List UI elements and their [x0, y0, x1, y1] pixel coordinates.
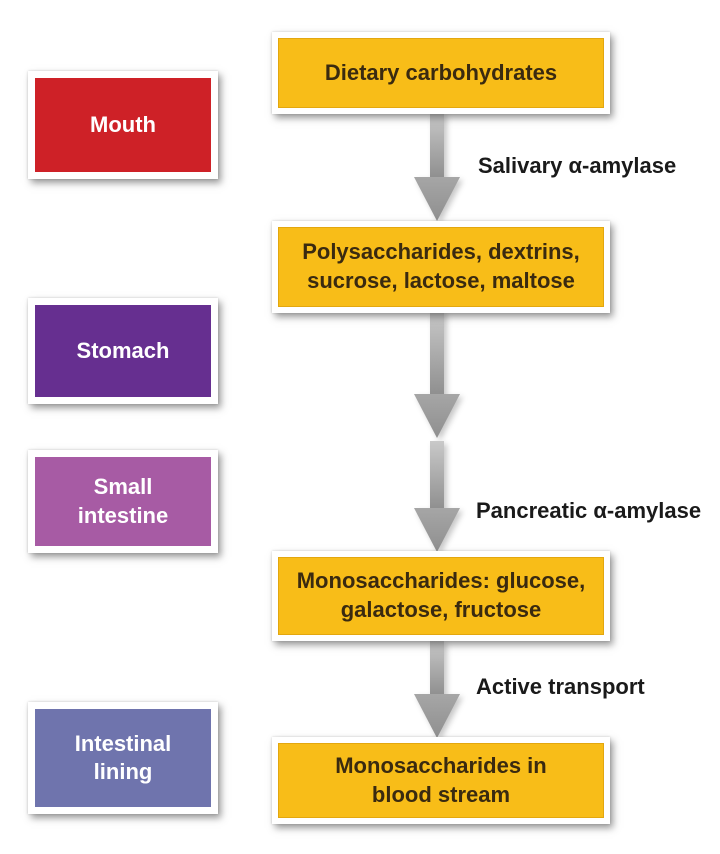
- node-polysaccharides: Polysaccharides, dextrins, sucrose, lact…: [272, 221, 610, 313]
- node-text-line: Dietary carbohydrates: [324, 59, 558, 85]
- node-text-line: Monosaccharides in: [335, 752, 547, 778]
- arrow-label-salivary-amylase: Salivary α-amylase: [478, 153, 677, 178]
- down-arrow-icon: [414, 640, 460, 738]
- node-monosaccharides-bloodstream: Monosaccharides in blood stream: [272, 737, 610, 824]
- node-text-line: sucrose, lactose, maltose: [307, 268, 575, 293]
- node-text-line: Polysaccharides, dextrins,: [302, 239, 580, 265]
- down-arrow-icon: [414, 310, 460, 438]
- node-text-line: galactose, fructose: [340, 597, 542, 622]
- arrow-label-pancreatic-amylase: Pancreatic α-amylase: [476, 498, 702, 523]
- lane-label-intestinal-lining-line1: Intestinal: [74, 730, 172, 756]
- node-monosaccharides: Monosaccharides: glucose, galactose, fru…: [272, 551, 610, 641]
- lane-label-intestinal-lining-line2: lining: [93, 759, 153, 784]
- node-dietary-carbohydrates: Dietary carbohydrates: [272, 32, 610, 114]
- node-text-line: Monosaccharides: glucose,: [296, 568, 586, 594]
- arrow-shaft: [430, 310, 444, 395]
- node-text-line: blood stream: [371, 781, 511, 807]
- arrow-shaft: [430, 640, 444, 695]
- lane-box-intestinal-lining: Intestinal lining: [28, 702, 218, 814]
- arrow-shaft: [430, 441, 444, 509]
- arrow-head-icon: [414, 694, 460, 738]
- lane-label-stomach: Stomach: [76, 337, 170, 363]
- lane-box-stomach: Stomach: [28, 298, 218, 404]
- arrow-head-icon: [414, 508, 460, 552]
- down-arrow-icon: [414, 112, 460, 221]
- arrow-head-icon: [414, 177, 460, 221]
- lane-box-mouth: Mouth: [28, 71, 218, 179]
- lane-label-small-intestine-line1: Small: [93, 474, 153, 500]
- arrow-head-icon: [414, 394, 460, 438]
- lane-box-small-intestine: Small intestine: [28, 450, 218, 553]
- down-arrow-icon: [414, 441, 460, 552]
- lane-label-small-intestine-line2: intestine: [77, 502, 169, 528]
- lane-label-mouth: Mouth: [90, 111, 156, 137]
- arrow-shaft: [430, 112, 444, 178]
- arrow-label-active-transport: Active transport: [476, 674, 645, 699]
